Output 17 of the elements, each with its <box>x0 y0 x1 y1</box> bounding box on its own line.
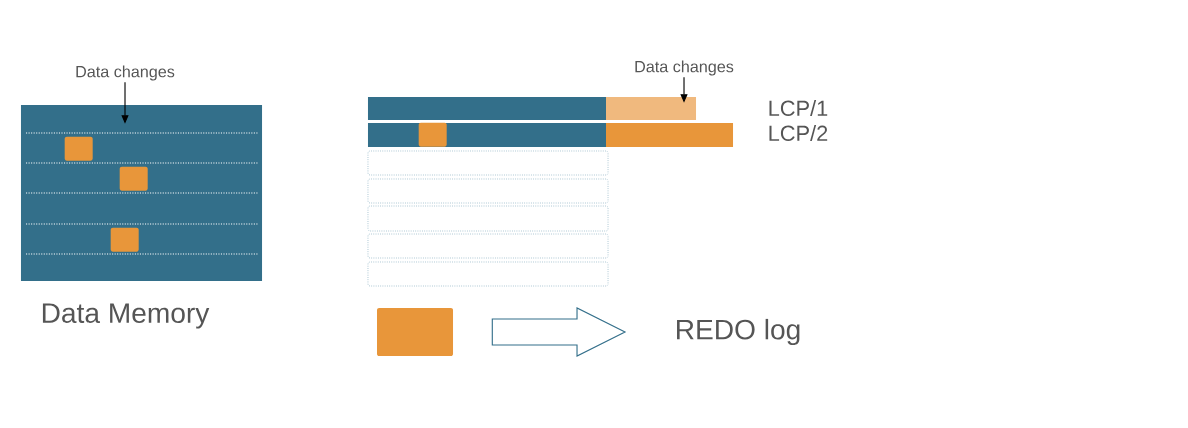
annotation-text: Data changes <box>76 65 175 81</box>
storage-block <box>368 97 607 120</box>
block-title: Data Memory <box>42 303 210 329</box>
bar-label: LCP/1 <box>769 100 828 116</box>
change-block <box>418 122 447 147</box>
empty-slot <box>367 150 609 176</box>
annotation-text: Data changes <box>635 60 734 76</box>
block-arrow <box>491 307 627 357</box>
change-block <box>606 97 696 120</box>
change-block <box>606 123 734 147</box>
empty-slot <box>367 178 609 204</box>
annotation-text: REDO log <box>677 318 800 346</box>
bar-label: LCP/2 <box>769 125 828 141</box>
empty-slot <box>367 261 609 287</box>
empty-slot <box>367 233 609 259</box>
empty-slot <box>367 205 609 232</box>
change-block <box>377 308 453 356</box>
